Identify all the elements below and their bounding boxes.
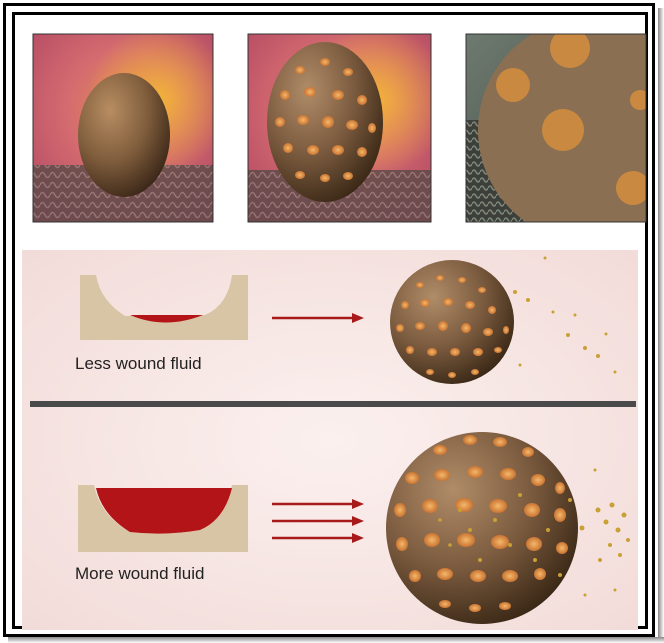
divider bbox=[30, 401, 636, 407]
label-more-fluid: More wound fluid bbox=[75, 564, 204, 584]
label-less-fluid: Less wound fluid bbox=[75, 354, 202, 374]
photo-porous-egg bbox=[248, 34, 431, 222]
sphere-small-icon bbox=[390, 260, 514, 384]
egg-icon bbox=[78, 73, 170, 197]
photo-sphere-closeup bbox=[466, 18, 664, 242]
sphere-large-icon bbox=[386, 432, 578, 624]
photo-plain-egg bbox=[33, 34, 213, 222]
